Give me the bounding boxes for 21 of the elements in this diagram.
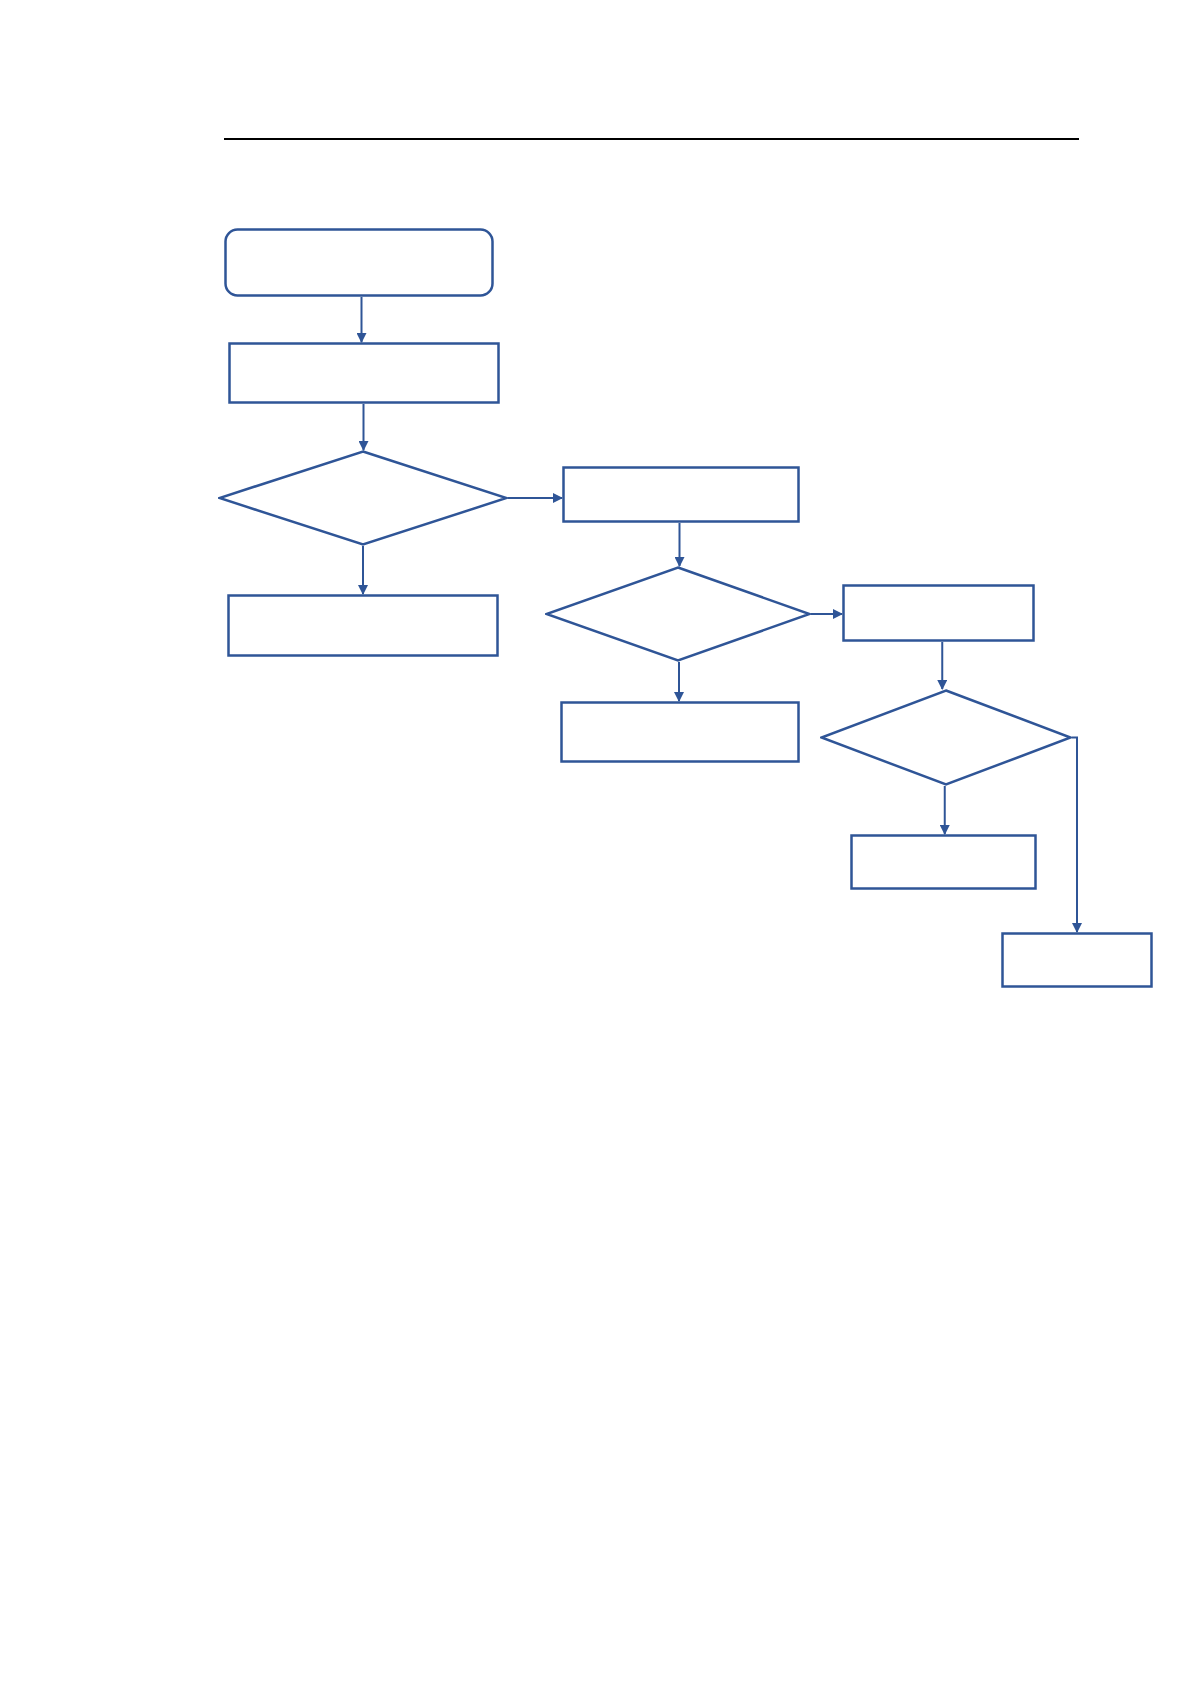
process-box	[842, 584, 1035, 642]
arrow	[358, 403, 369, 451]
decision-diamond	[820, 689, 1072, 786]
decision-diamond	[218, 450, 508, 546]
arrow	[1071, 736, 1082, 933]
decision-diamond	[545, 566, 811, 662]
process-box	[560, 701, 800, 763]
arrow	[507, 493, 563, 503]
arrow	[810, 609, 843, 619]
process-box	[1001, 932, 1153, 988]
arrow	[358, 545, 368, 595]
arrow	[939, 785, 950, 835]
process-box	[850, 834, 1037, 890]
process-box	[227, 594, 499, 657]
process-box	[562, 466, 800, 523]
arrow	[937, 641, 948, 690]
process-box	[228, 342, 500, 404]
arrow	[674, 661, 684, 702]
arrow	[674, 522, 685, 567]
arrow	[356, 296, 367, 343]
process-box	[224, 228, 494, 297]
